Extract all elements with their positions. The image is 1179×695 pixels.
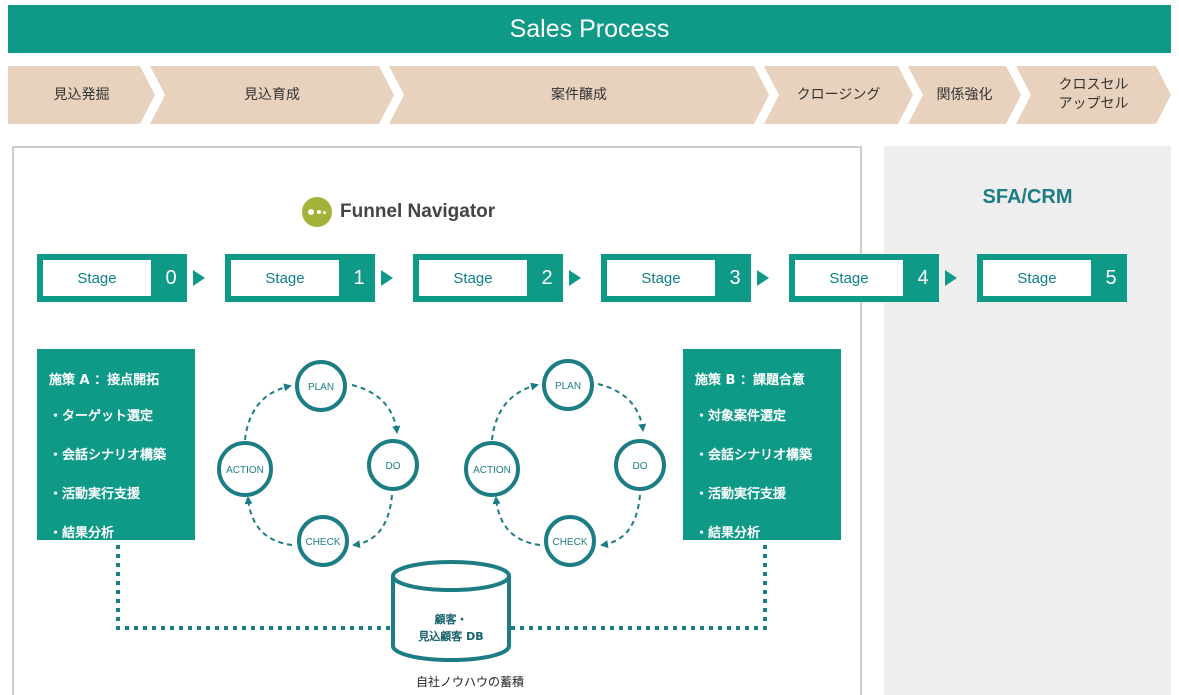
stage-number: 4 xyxy=(917,266,929,289)
stage-label: Stage xyxy=(795,260,903,296)
plan-node: PLAN xyxy=(295,360,347,412)
measure-a-title: 施策 A ：接点開拓 xyxy=(49,373,160,388)
action-node: ACTION xyxy=(217,441,273,497)
funnel-navigator-logo-icon xyxy=(302,197,332,227)
measure-b-item: ・会話シナリオ構築 xyxy=(695,448,813,463)
funnel-navigator-name: Funnel Navigator xyxy=(340,201,496,222)
do-label: DO xyxy=(633,461,648,472)
do-node: DO xyxy=(614,439,666,491)
db-label-line2: 見込顧客 DB xyxy=(417,629,483,643)
stage-arrow-icon xyxy=(193,270,205,286)
measure-b-box: 施策 B ：課題合意 ・対象案件選定 ・会話シナリオ構築 ・活動実行支援 ・結果… xyxy=(683,349,841,541)
db-label-line1: 顧客・ xyxy=(435,612,468,626)
check-node: CHECK xyxy=(544,515,596,567)
stage-arrow-icon xyxy=(945,270,957,286)
stage-1: Stage 1 xyxy=(225,254,375,302)
stage-number: 0 xyxy=(165,266,177,289)
stage-number: 5 xyxy=(1105,266,1117,289)
sales-process-banner: Sales Process xyxy=(8,5,1171,53)
sfa-crm-panel xyxy=(884,146,1171,695)
plan-node: PLAN xyxy=(542,359,594,411)
check-node: CHECK xyxy=(297,515,349,567)
phase-2: 見込育成 xyxy=(150,66,394,124)
stage-2: Stage 2 xyxy=(413,254,563,302)
measure-b-item: ・対象案件選定 xyxy=(695,409,787,424)
action-label: ACTION xyxy=(473,465,511,476)
stage-3: Stage 3 xyxy=(601,254,751,302)
stage-number: 3 xyxy=(729,266,741,289)
pdca-cycle-left: PLAN DO CHECK ACTION xyxy=(217,360,419,567)
check-label: CHECK xyxy=(552,537,587,548)
stage-5: Stage 5 xyxy=(977,254,1127,302)
stage-arrow-icon xyxy=(569,270,581,286)
dotted-connector-b xyxy=(511,545,767,630)
do-node: DO xyxy=(367,439,419,491)
sfa-crm-title: SFA/CRM xyxy=(982,186,1073,208)
plan-label: PLAN xyxy=(308,382,334,393)
measure-a-item: ・ターゲット選定 xyxy=(49,409,154,424)
phase-6: クロスセル アップセル xyxy=(1016,66,1171,124)
phase-3: 案件醸成 xyxy=(389,66,769,124)
stage-0: Stage 0 xyxy=(37,254,187,302)
do-label: DO xyxy=(386,461,401,472)
measure-a-item: ・結果分析 xyxy=(49,526,115,541)
stage-label: Stage xyxy=(43,260,151,296)
stage-number: 2 xyxy=(541,266,553,289)
dotted-connector-a xyxy=(116,545,392,630)
measure-b-item: ・結果分析 xyxy=(695,526,761,541)
measure-a-item: ・会話シナリオ構築 xyxy=(49,448,167,463)
banner-title: Sales Process xyxy=(509,14,670,43)
customer-db-icon: 顧客・ 見込顧客 DB xyxy=(391,560,511,662)
stage-label: Stage xyxy=(607,260,715,296)
measure-b-title: 施策 B ：課題合意 xyxy=(695,373,805,388)
funnel-navigator-logo: Funnel Navigator xyxy=(302,197,495,227)
phase-1: 見込発掘 xyxy=(8,66,155,124)
plan-label: PLAN xyxy=(555,381,581,392)
stage-arrow-icon xyxy=(757,270,769,286)
stage-number: 1 xyxy=(353,266,365,289)
phase-5: 関係強化 xyxy=(908,66,1021,124)
stage-label: Stage xyxy=(983,260,1091,296)
phase-row: 見込発掘 見込育成 案件醸成 クロージング 関係強化 クロスセル アップセル xyxy=(8,66,1171,124)
knowhow-caption: 自社ノウハウの蓄積 xyxy=(415,675,524,689)
stage-label: Stage xyxy=(231,260,339,296)
phase-4: クロージング xyxy=(764,66,913,124)
stage-arrow-icon xyxy=(381,270,393,286)
pdca-cycle-right: PLAN DO CHECK ACTION xyxy=(464,359,666,567)
measure-a-box: 施策 A ：接点開拓 ・ターゲット選定 ・会話シナリオ構築 ・活動実行支援 ・結… xyxy=(37,349,195,541)
measure-b-item: ・活動実行支援 xyxy=(695,487,787,502)
action-label: ACTION xyxy=(226,465,264,476)
check-label: CHECK xyxy=(305,537,340,548)
measure-a-item: ・活動実行支援 xyxy=(49,487,141,502)
stage-4: Stage 4 xyxy=(789,254,939,302)
action-node: ACTION xyxy=(464,441,520,497)
stage-label: Stage xyxy=(419,260,527,296)
